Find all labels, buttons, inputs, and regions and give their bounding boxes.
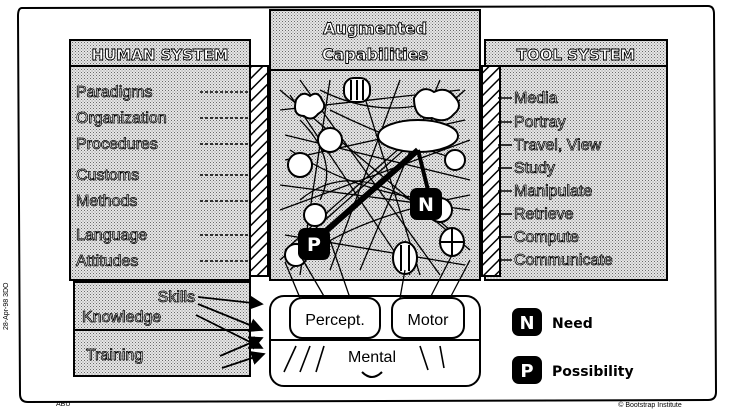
legend-possibility-letter: P [520,361,533,382]
motor-label: Motor [408,312,450,329]
mental-label: Mental [348,349,396,366]
need-node-letter: N [418,194,434,216]
footer-right: © Bootstrap Institute [618,401,682,409]
legend: N Need P Possibility [512,308,634,384]
legend-need-letter: N [519,313,534,334]
human-item-methods: Methods [76,193,137,210]
augmented-title-line2: Capabilities [322,45,428,64]
node-cluster-right [414,89,459,120]
human-item-organization: Organization [76,110,167,127]
percept-label: Percept. [305,312,365,329]
human-item-procedures: Procedures [76,136,158,153]
human-interface-hatch [250,66,268,276]
tool-item-communicate: Communicate [514,252,613,269]
human-system-panel: HUMAN SYSTEM ParadigmsOrganizationProced… [70,40,268,280]
human-item-attitudes: Attitudes [76,253,138,270]
legend-need-label: Need [552,316,593,332]
node-central-ellipse [378,120,458,152]
tool-item-study: Study [514,160,555,177]
human-item-paradigms: Paradigms [76,84,152,101]
footer-left: ABU [56,401,70,408]
human-item-customs: Customs [76,167,139,184]
training-label: Training [86,347,143,364]
footer-side: 28-Apr-98 3DO [3,282,10,330]
augmented-title-line1: Augmented [323,19,427,38]
tool-item-portray: Portray [514,114,566,131]
tool-item-retrieve: Retrieve [514,206,574,223]
skills-label: Skills [158,289,195,306]
tool-item-media: Media [514,90,558,107]
legend-possibility-label: Possibility [552,364,634,380]
human-item-language: Language [76,227,147,244]
augmented-panel: Augmented Capabilities [270,10,480,280]
tool-item-travel-view: Travel, View [514,137,602,154]
tool-system-title: TOOL SYSTEM [517,46,635,64]
tool-item-manipulate: Manipulate [514,183,592,200]
knowledge-label: Knowledge [82,309,161,326]
possibility-node-letter: P [307,234,321,256]
human-system-title: HUMAN SYSTEM [92,46,229,64]
human-system-box [70,40,250,280]
node-striped-bottom [393,242,417,274]
tool-item-compute: Compute [514,229,579,246]
